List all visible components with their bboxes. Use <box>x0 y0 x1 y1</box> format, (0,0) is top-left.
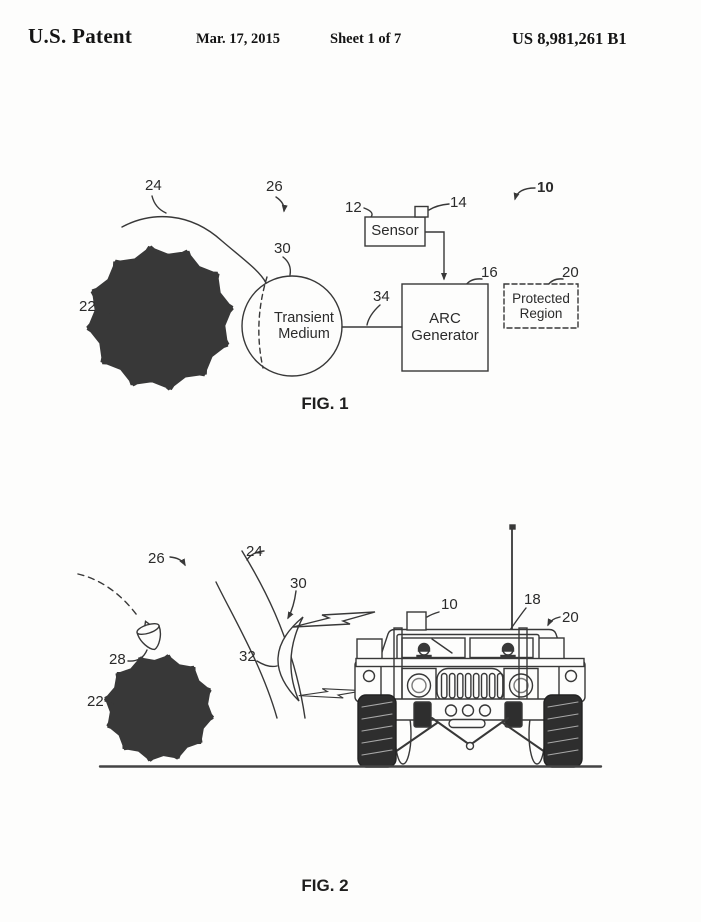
sensor-to-generator-connector <box>424 231 447 281</box>
bumper-hole-3 <box>478 704 492 717</box>
tire-left <box>357 694 397 768</box>
ref-label-26: 26 <box>148 550 165 567</box>
figure-1-caption: FIG. 1 <box>301 394 349 413</box>
explosion-star <box>97 256 223 381</box>
lightning-bolt-top <box>292 611 376 628</box>
arc-generator-box-label: ARC Generator <box>411 309 479 344</box>
brush-guard-bar <box>355 657 585 668</box>
transient-medium-circle <box>241 275 343 377</box>
headlight-right <box>503 667 539 704</box>
arrow-30 <box>287 590 297 620</box>
shock-arc-inner <box>215 581 278 719</box>
sensor-port-box <box>414 205 429 218</box>
ref-label-26: 26 <box>266 178 283 195</box>
occupant-left <box>416 642 432 659</box>
figure-1-art <box>96 187 579 381</box>
leader-30 <box>282 256 292 276</box>
ref-label-30: 30 <box>274 240 291 257</box>
sheet-number: Sheet 1 of 7 <box>330 31 402 47</box>
ref-label-12: 12 <box>345 199 362 216</box>
grille-slots <box>440 672 504 699</box>
marker-light-right <box>564 669 578 683</box>
wiper-left <box>431 638 453 654</box>
figure-2-caption: FIG. 2 <box>301 876 349 895</box>
roof-device-box <box>406 611 427 631</box>
leader-14 <box>428 203 450 211</box>
sensor-box <box>364 216 426 247</box>
leader-12 <box>363 207 373 218</box>
patent-date: Mar. 17, 2015 <box>196 31 281 47</box>
arrow-10 <box>513 187 536 201</box>
protected-region-box <box>503 283 579 329</box>
sensor-box-label: Sensor <box>371 222 419 240</box>
shock-arc-outer <box>241 550 306 719</box>
leader-34 <box>366 304 381 326</box>
vehicle <box>354 524 586 768</box>
lightning-bolt-bottom <box>298 683 365 703</box>
headlight-left <box>401 667 437 704</box>
ref-label-30: 30 <box>290 575 307 592</box>
occupant-right <box>500 642 516 659</box>
tire-right <box>543 694 583 768</box>
arrow-26 <box>169 556 186 567</box>
arrow-26 <box>275 196 288 213</box>
ref-label-34: 34 <box>373 288 390 305</box>
figure-2-art <box>77 524 603 768</box>
leader-24 <box>151 195 167 214</box>
windshield-pane-left <box>401 637 466 659</box>
patent-number: US 8,981,261 B1 <box>512 29 627 48</box>
transient-medium-dashed-front <box>258 276 268 369</box>
ref-label-22: 22 <box>79 298 96 315</box>
arrow-20 <box>547 616 561 627</box>
tow-plate <box>448 718 486 729</box>
side-panel-left <box>356 638 383 662</box>
protected-region-box-label: Protected Region <box>512 290 570 321</box>
transient-medium-label: Transient Medium <box>274 309 334 342</box>
ref-label-28: 28 <box>109 651 126 668</box>
ref-label-10: 10 <box>441 596 458 613</box>
suspension-block-right <box>504 701 523 728</box>
leader-22 <box>96 307 117 318</box>
bumper-hole-2 <box>461 704 475 717</box>
ref-label-20: 20 <box>562 609 579 626</box>
ref-label-32: 32 <box>239 648 256 665</box>
leader-24 <box>246 550 265 561</box>
leader-10 <box>426 611 440 618</box>
ref-label-18: 18 <box>524 591 541 608</box>
ref-label-14: 14 <box>450 194 467 211</box>
windshield-pane-right <box>469 637 534 659</box>
leader-32 <box>256 660 278 668</box>
side-panel-right <box>535 637 565 662</box>
leader-22 <box>104 700 125 712</box>
ref-label-16: 16 <box>481 264 498 281</box>
marker-light-left <box>362 669 376 683</box>
ref-label-24: 24 <box>246 543 263 560</box>
ref-label-22: 22 <box>87 693 104 710</box>
arc-generator-box <box>401 283 489 372</box>
antenna-tip <box>509 524 516 530</box>
explosion-star <box>111 660 208 755</box>
ref-label-24: 24 <box>145 177 162 194</box>
bumper-hole-1 <box>444 704 458 717</box>
blast-wave-arc <box>121 216 267 284</box>
projectile <box>136 620 162 651</box>
differential <box>465 741 475 751</box>
plasma-crescent <box>277 616 304 702</box>
ref-label-10: 10 <box>537 179 554 196</box>
patent-label: U.S. Patent <box>28 24 133 48</box>
trajectory-dashed-path <box>77 573 140 619</box>
leader-28 <box>127 649 148 662</box>
ref-label-20: 20 <box>562 264 579 281</box>
suspension-block-left <box>413 701 432 728</box>
